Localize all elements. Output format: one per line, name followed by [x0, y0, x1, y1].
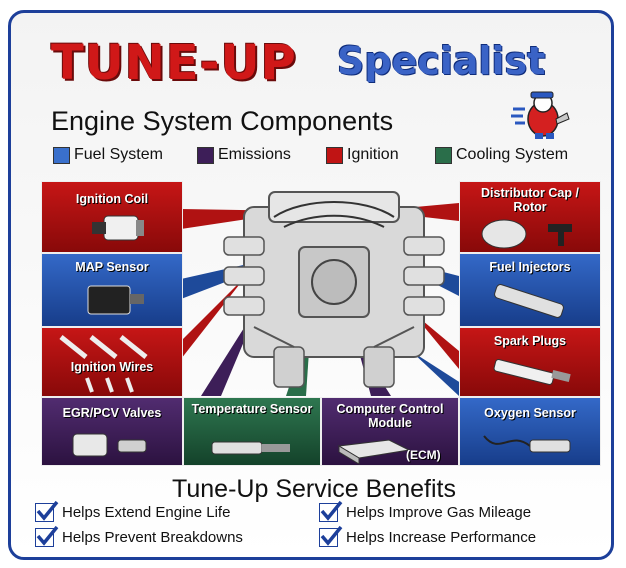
component-distributor-cap-rotor[interactable]: Distributor Cap / Rotor [459, 181, 601, 253]
component-label: MAP Sensor [75, 260, 149, 274]
component-label: Ignition Wires [70, 360, 154, 374]
checkbox-checked-icon [319, 525, 343, 547]
component-ignition-wires[interactable]: Ignition Wires [41, 327, 183, 397]
component-label: EGR/PCV Valves [62, 406, 162, 420]
component-label: Spark Plugs [493, 334, 567, 348]
benefit-label: Helps Prevent Breakdowns [62, 529, 243, 546]
legend-swatch-cooling [435, 146, 452, 164]
ignition-coil-icon [92, 215, 144, 241]
map-sensor-icon [87, 285, 144, 315]
legend-swatch-ignition [326, 146, 343, 164]
legend-emissions: Emissions [197, 146, 291, 164]
title-specialist: Specialist [337, 39, 546, 83]
benefit-label: Helps Increase Performance [346, 529, 537, 546]
mechanic-mascot-icon [511, 91, 570, 139]
benefit-item: Helps Extend Engine Life [35, 500, 231, 522]
ecm-icon [337, 439, 411, 465]
ecm-label: (ECM) [406, 448, 441, 462]
benefit-label: Helps Improve Gas Mileage [346, 504, 532, 521]
distributor-cap-icon [481, 219, 572, 249]
component-temperature-sensor[interactable]: Temperature Sensor [183, 397, 321, 466]
component-label: Oxygen Sensor [484, 406, 576, 420]
engine-diagram: Ignition Coil MAP Sensor Ignition Wires … [41, 181, 601, 466]
legend-ignition: Ignition [326, 146, 399, 164]
legend-fuel-system: Fuel System [53, 146, 163, 164]
engine-block-icon [223, 191, 445, 388]
legend-swatch-fuel [53, 146, 70, 164]
component-map-sensor[interactable]: MAP Sensor [41, 253, 183, 327]
benefits-title: Tune-Up Service Benefits [172, 475, 456, 503]
oxygen-sensor-icon [483, 435, 571, 453]
title-tune-up: TUNE-UP [51, 35, 297, 91]
ignition-wire-boots-icon [85, 377, 134, 393]
component-computer-control-module[interactable]: Computer Control Module (ECM) [321, 397, 459, 466]
benefit-item: Helps Increase Performance [319, 525, 537, 547]
component-label: Fuel Injectors [489, 260, 571, 274]
legend-label: Cooling System [456, 146, 569, 163]
spark-plug-icon [493, 359, 571, 385]
benefit-item: Helps Prevent Breakdowns [35, 525, 243, 547]
legend-cooling-system: Cooling System [435, 146, 568, 164]
checkbox-checked-icon [35, 500, 59, 522]
component-egr-pcv-valves[interactable]: EGR/PCV Valves [41, 397, 183, 466]
legend-label: Ignition [347, 146, 399, 163]
page-subtitle: Engine System Components [51, 106, 394, 136]
poster-card: TUNE-UP Specialist Engine System Compone… [8, 10, 614, 560]
egr-valve-icon [72, 433, 147, 457]
checkbox-checked-icon [35, 525, 59, 547]
checkbox-checked-icon [319, 500, 343, 522]
ignition-wires-icon [59, 335, 148, 359]
legend-label: Fuel System [74, 146, 163, 163]
legend-label: Emissions [218, 146, 291, 163]
temperature-sensor-icon [211, 441, 290, 455]
component-label: Computer Control Module [336, 402, 444, 430]
component-label: Ignition Coil [75, 192, 149, 206]
component-label: Distributor Cap / Rotor [481, 186, 579, 214]
benefit-label: Helps Extend Engine Life [62, 504, 231, 521]
benefit-item: Helps Improve Gas Mileage [319, 500, 532, 522]
component-spark-plugs[interactable]: Spark Plugs [459, 327, 601, 397]
component-ignition-coil[interactable]: Ignition Coil [41, 181, 183, 253]
legend-swatch-emissions [197, 146, 214, 164]
component-label: Temperature Sensor [191, 402, 313, 416]
fuel-injector-icon [494, 284, 564, 318]
component-fuel-injectors[interactable]: Fuel Injectors [459, 253, 601, 327]
component-oxygen-sensor[interactable]: Oxygen Sensor [459, 397, 601, 466]
